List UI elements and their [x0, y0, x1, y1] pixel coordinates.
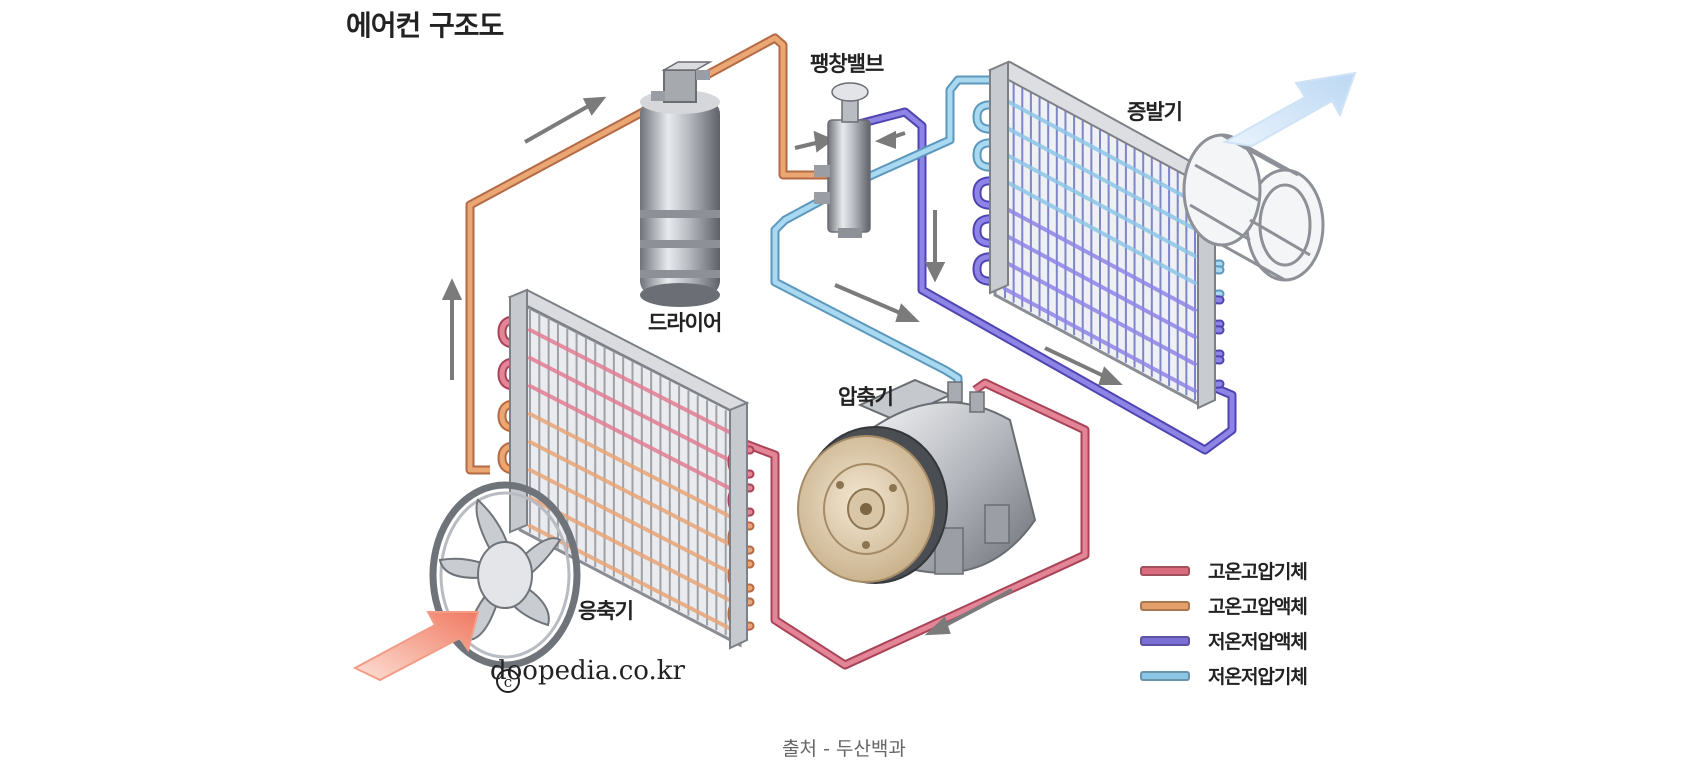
legend-item: 고온고압기체: [1140, 553, 1308, 588]
diagram-title: 에어컨 구조도: [346, 9, 504, 42]
legend-swatch: [1140, 635, 1190, 646]
evaporator-coil: [974, 140, 998, 170]
legend-item: 고온고압액체: [1140, 588, 1308, 623]
evaporator-coil: [974, 216, 998, 246]
flow-arrows: [441, 96, 1123, 636]
legend-swatch: [1140, 670, 1190, 681]
evaporator-coil: [974, 254, 998, 284]
legend-swatch: [1140, 565, 1190, 576]
copyright-icon: c: [496, 669, 520, 693]
evaporator-coil: [974, 178, 998, 208]
evaporator-tube: [1003, 152, 1197, 258]
condenser-tube: [528, 496, 737, 605]
dryer: [640, 61, 720, 307]
legend-item: 저온저압액체: [1140, 623, 1308, 658]
evaporator-tube: [1003, 98, 1197, 204]
legend-label: 고온고압기체: [1208, 561, 1308, 583]
label-expansion-valve: 팽창밸브: [810, 52, 884, 76]
condenser-tube: [528, 328, 737, 437]
legend-label: 저온저압기체: [1208, 666, 1308, 688]
source-caption: 출처 - 두산백과: [782, 738, 906, 760]
evaporator-tube: [1003, 206, 1197, 312]
label-compressor: 압축기: [838, 385, 894, 409]
hot-air-arrow: [352, 611, 480, 682]
label-dryer: 드라이어: [648, 311, 722, 335]
condenser-fan: [429, 481, 581, 669]
credit-text: doopedia.co.kr: [490, 656, 685, 686]
evaporator-tube: [1003, 287, 1197, 393]
evaporator-tube: [1003, 233, 1197, 339]
condenser-tube: [528, 468, 737, 577]
condenser: [497, 288, 755, 650]
condenser-tube: [528, 356, 737, 465]
label-evaporator: 증발기: [1127, 100, 1183, 124]
legend-swatch: [1140, 600, 1190, 611]
legend-label: 고온고압액체: [1208, 596, 1308, 618]
cool-air-arrow: [1221, 71, 1357, 148]
label-condenser: 응축기: [578, 599, 634, 623]
svg-text:c: c: [504, 673, 512, 691]
pipe-gas-low: [770, 75, 990, 392]
evaporator: [972, 60, 1225, 410]
expansion-valve: [814, 82, 871, 238]
compressor: [797, 378, 1037, 584]
legend-item: 저온저압기체: [1140, 658, 1308, 693]
condenser-tube: [528, 440, 737, 549]
condenser-tube: [528, 384, 737, 493]
evaporator-tube: [1003, 179, 1197, 285]
legend-label: 저온저압액체: [1208, 631, 1308, 653]
evaporator-tube: [1003, 125, 1197, 231]
evaporator-coil: [974, 102, 998, 132]
evaporator-tube: [1003, 260, 1197, 366]
blower-wheel: [1182, 133, 1325, 282]
condenser-tube: [528, 412, 737, 521]
